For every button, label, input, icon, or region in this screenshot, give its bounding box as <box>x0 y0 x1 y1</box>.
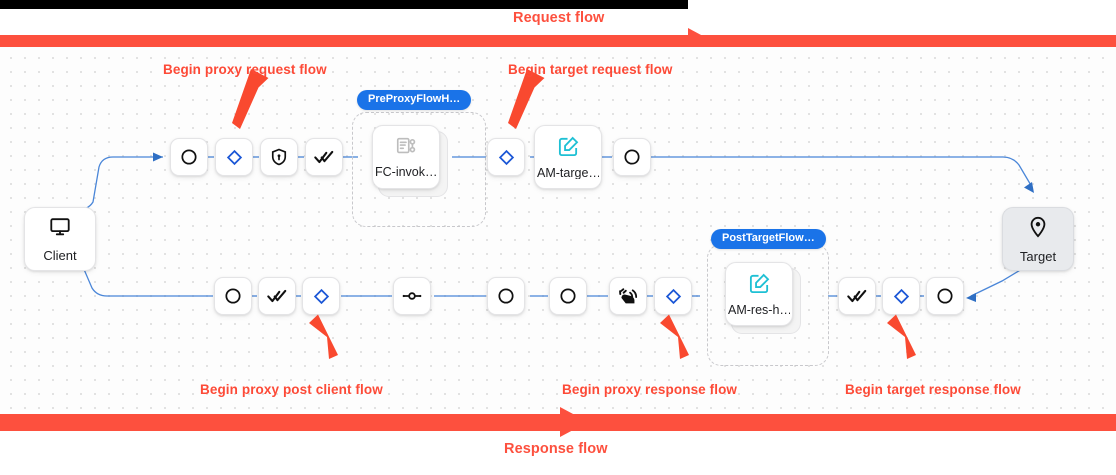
diamond-icon <box>497 148 516 167</box>
top-strip-notch <box>688 0 1116 9</box>
fc-invoke-card[interactable]: FC-invok… <box>372 125 440 189</box>
map-pin-icon <box>1027 215 1049 244</box>
double-check-icon <box>313 146 335 168</box>
res-step-6[interactable] <box>549 277 587 315</box>
annotation-begin-target-request-flow: Begin target request flow <box>508 62 673 77</box>
res-step-9[interactable] <box>838 277 876 315</box>
am-response-label: AM-res-h… <box>728 303 790 317</box>
circle-icon <box>622 147 642 167</box>
req-step-1[interactable] <box>170 138 208 176</box>
edge-connections <box>60 152 1034 302</box>
am-response-card[interactable]: AM-res-h… <box>725 262 793 326</box>
target-node[interactable]: Target <box>1002 207 1074 271</box>
top-black-strip <box>0 0 1116 9</box>
monitor-icon <box>47 216 73 243</box>
double-check-icon <box>266 285 288 307</box>
res-step-2[interactable] <box>258 277 296 315</box>
res-step-10[interactable] <box>882 277 920 315</box>
edit-square-icon <box>748 272 771 300</box>
annotation-begin-proxy-request-flow: Begin proxy request flow <box>163 62 327 77</box>
res-step-1[interactable] <box>214 277 252 315</box>
diamond-icon <box>225 148 244 167</box>
req-step-5[interactable] <box>487 138 525 176</box>
client-node-label: Client <box>43 248 77 263</box>
preproxy-flow-hook-tag[interactable]: PreProxyFlowH… <box>357 90 472 110</box>
response-flow-bar <box>0 407 1116 437</box>
req-step-4[interactable] <box>305 138 343 176</box>
annotation-begin-proxy-post-client-flow: Begin proxy post client flow <box>200 382 383 397</box>
client-node[interactable]: Client <box>24 207 96 271</box>
circle-icon <box>558 286 578 306</box>
diamond-icon <box>892 287 911 306</box>
res-step-7[interactable] <box>609 277 647 315</box>
req-step-3[interactable] <box>260 138 298 176</box>
fc-invoke-label: FC-invok… <box>375 166 437 179</box>
res-step-5[interactable] <box>487 277 525 315</box>
response-flow-arrowhead <box>560 407 588 437</box>
hand-signal-icon <box>617 285 640 308</box>
diamond-icon <box>312 287 331 306</box>
circle-icon <box>496 286 516 306</box>
flow-callout-icon <box>395 135 417 162</box>
diamond-icon <box>664 287 683 306</box>
req-step-6[interactable] <box>613 138 651 176</box>
annotation-begin-proxy-response-flow: Begin proxy response flow <box>562 382 738 397</box>
annotation-begin-target-response-flow: Begin target response flow <box>845 382 1021 397</box>
circle-icon <box>935 286 955 306</box>
request-flow-label: Request flow <box>513 10 605 26</box>
res-step-8[interactable] <box>654 277 692 315</box>
res-step-4[interactable] <box>393 277 431 315</box>
res-step-11[interactable] <box>926 277 964 315</box>
res-step-3[interactable] <box>302 277 340 315</box>
req-step-2[interactable] <box>215 138 253 176</box>
hub-icon <box>401 285 423 307</box>
circle-icon <box>179 147 199 167</box>
response-flow-label: Response flow <box>504 441 608 457</box>
am-target-card[interactable]: AM-targe… <box>534 125 602 189</box>
double-check-icon <box>846 285 868 307</box>
circle-icon <box>223 286 243 306</box>
am-target-label: AM-targe… <box>537 166 599 180</box>
posttarget-flow-hook-tag[interactable]: PostTargetFlow… <box>711 229 826 249</box>
edit-square-icon <box>557 135 580 163</box>
shield-lock-icon <box>269 147 289 167</box>
diagram-canvas: Client Target PreProxyFlowH… <box>0 47 1116 410</box>
target-node-label: Target <box>1019 249 1057 264</box>
preproxy-flow-hook-group <box>352 112 486 227</box>
